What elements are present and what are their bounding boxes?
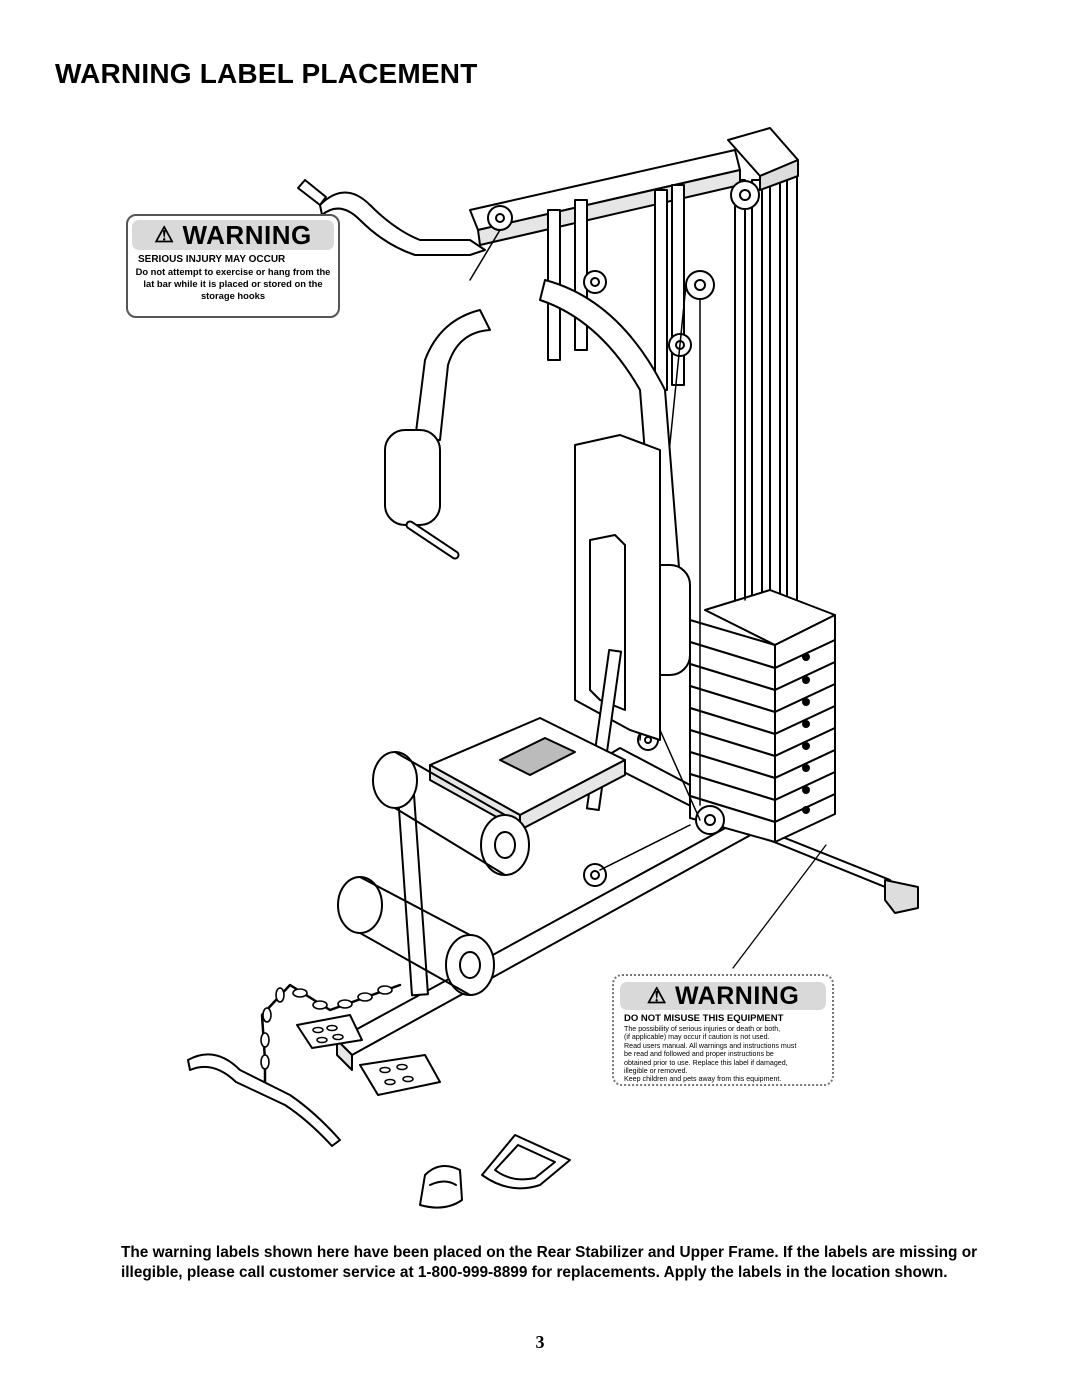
warning-heading: SERIOUS INJURY MAY OCCUR (138, 254, 286, 265)
chain-accessory (260, 983, 402, 1087)
back-pad (574, 434, 661, 812)
warning-banner-text: WARNING (182, 219, 312, 250)
warning-heading: DO NOT MISUSE THIS EQUIPMENT (624, 1013, 784, 1024)
lat-bar (297, 179, 486, 256)
warning-line: The possibility of serious injuries or d… (624, 1025, 781, 1033)
warning-label-upper-frame: ⚠ WARNING SERIOUS INJURY MAY OCCUR Do no… (126, 214, 340, 318)
stirrup-handle (481, 1134, 571, 1190)
warning-line: Keep children and pets away from this eq… (624, 1075, 782, 1084)
warning-line: illegible or removed. (624, 1067, 688, 1076)
foot-plates (296, 1014, 441, 1096)
label-leader-line (732, 844, 827, 969)
leg-developer (337, 751, 530, 997)
warning-line: (if applicable) may occur if caution is … (624, 1033, 770, 1042)
warning-body: The possibility of serious injuries or d… (624, 1025, 826, 1084)
warning-triangle-icon: ⚠ (646, 983, 667, 1008)
caption-text: The warning labels shown here have been … (121, 1244, 978, 1281)
seat-pad (429, 717, 626, 831)
ankle-strap (419, 1165, 463, 1209)
warning-line: obtained prior to use. Replace this labe… (624, 1058, 788, 1067)
page-number: 3 (535, 1332, 545, 1352)
warning-body: Do not attempt to exercise or hang from … (135, 266, 331, 301)
warning-banner-text: WARNING (674, 981, 800, 1010)
curl-bar (187, 1053, 341, 1147)
warning-banner: ⚠ WARNING (620, 982, 826, 1010)
warning-line: Read users manual. All warnings and inst… (624, 1041, 797, 1050)
warning-line: be read and followed and proper instruct… (624, 1050, 774, 1059)
page-title: WARNING LABEL PLACEMENT (55, 58, 478, 89)
warning-triangle-icon: ⚠ (154, 222, 175, 247)
press-arm (384, 279, 691, 676)
warning-label-rear-stabilizer: ⚠ WARNING DO NOT MISUSE THIS EQUIPMENT T… (612, 974, 834, 1086)
weight-stack (689, 589, 836, 843)
warning-banner: ⚠ WARNING (132, 220, 334, 250)
